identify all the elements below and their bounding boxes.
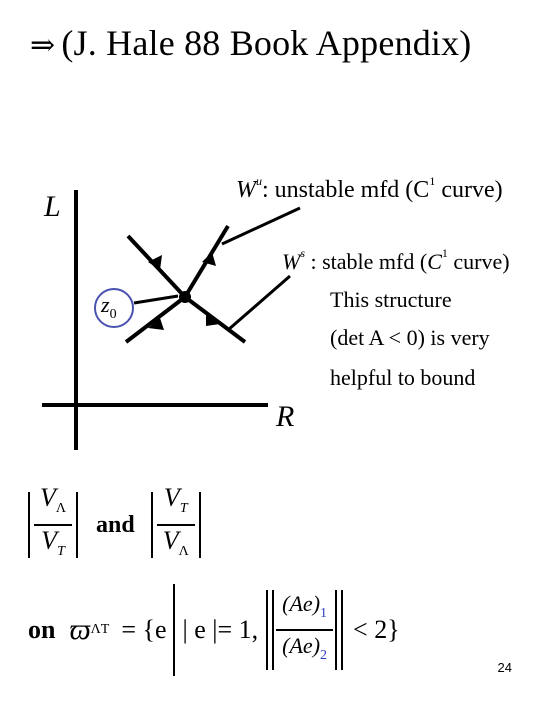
ratio2-num-v: V — [163, 483, 180, 512]
set-close: < 2} — [353, 615, 400, 644]
z0-label-symbol: z — [101, 292, 110, 317]
stable-arrow-upper — [148, 255, 162, 270]
ae-den-text: (Ae) — [282, 633, 321, 658]
ratio2-den-v: V — [162, 526, 179, 555]
title-text: (J. Hale 88 Book Appendix) — [61, 23, 472, 63]
formula-ratio-bounds: VΛ VT and VT VΛ — [28, 483, 201, 560]
z0-pointer — [133, 294, 179, 305]
ae-denominator: (Ae)2 — [276, 629, 334, 671]
varpi-sub: ΛT — [90, 622, 110, 637]
set-open: = {e — [121, 615, 167, 644]
note-line-1: This structure — [330, 287, 452, 312]
ae-ratio: (Ae)1 (Ae)2 — [276, 589, 334, 671]
ae-num-sub: 1 — [320, 606, 328, 621]
unstable-manifold-label: Wu: unstable mfd (C1 curve) — [236, 174, 503, 204]
abs-bar — [341, 590, 344, 670]
ae-numerator: (Ae)1 — [276, 589, 333, 629]
slide-title: ⇒(J. Hale 88 Book Appendix) — [30, 22, 472, 64]
stable-c: C — [427, 249, 442, 274]
ratio1-denominator: VT — [34, 524, 73, 567]
abs-bar — [272, 590, 275, 670]
stable-manifold-label: Ws : stable mfd (C1 curve) — [282, 246, 510, 275]
unstable-branch-lower — [124, 295, 187, 344]
stable-pointer — [227, 274, 291, 332]
unstable-symbol: W — [236, 177, 256, 203]
ratio2-den-sub: Λ — [178, 544, 189, 559]
on-word: on — [28, 615, 56, 644]
unstable-text: : unstable mfd (C — [262, 177, 430, 203]
stable-text: : stable mfd ( — [305, 249, 428, 274]
unstable-arrow-upper — [202, 252, 216, 266]
implies-arrow: ⇒ — [30, 28, 56, 63]
abs-bar — [76, 492, 79, 558]
ratio-lambda-over-t: VΛ VT — [34, 483, 73, 567]
ratio2-denominator: VΛ — [156, 524, 195, 567]
unstable-arrow-lower — [148, 318, 164, 330]
z0-marker-circle — [94, 288, 134, 328]
ae-den-sub: 2 — [320, 648, 328, 663]
phase-diagram — [42, 190, 301, 450]
abs-bar — [28, 492, 30, 558]
tall-bar — [172, 584, 175, 676]
varpi-symbol: ϖ — [69, 613, 91, 646]
abs-bar — [150, 492, 153, 558]
stable-symbol: W — [282, 249, 301, 274]
ratio1-numerator: VΛ — [34, 483, 72, 524]
ratio2-num-sub: T — [179, 501, 188, 516]
stable-arrow-lower — [206, 312, 220, 326]
and-word: and — [96, 511, 135, 538]
x-axis-label: R — [276, 400, 295, 433]
unit-norm-condition: | e |= 1, — [182, 615, 259, 644]
y-axis-label: L — [44, 190, 61, 223]
abs-bar — [198, 492, 201, 558]
page-number: 24 — [497, 660, 512, 675]
ratio1-num-v: V — [40, 483, 56, 512]
note-line-3: helpful to bound — [330, 365, 476, 390]
unstable-sup: u — [256, 174, 262, 188]
ratio-t-over-lambda: VT VΛ — [156, 483, 195, 567]
note-line-2: (det A < 0) is very — [330, 325, 490, 350]
ratio1-den-sub: T — [57, 544, 65, 559]
unstable-text2: curve) — [435, 177, 503, 203]
z0-label: z0 — [101, 292, 117, 323]
ae-num-text: (Ae) — [282, 591, 321, 616]
stable-sup2: 1 — [441, 246, 448, 260]
ratio2-numerator: VT — [157, 483, 195, 524]
ratio1-den-v: V — [41, 526, 58, 555]
abs-bar — [266, 590, 269, 670]
equilibrium-point — [179, 291, 191, 303]
unstable-sup2: 1 — [429, 174, 436, 188]
stable-branch-lower — [183, 295, 247, 344]
abs-bar — [335, 590, 338, 670]
stable-sup: s — [300, 246, 305, 260]
z0-label-sub: 0 — [109, 307, 117, 322]
unstable-pointer — [221, 206, 301, 246]
stable-text2: curve) — [447, 249, 510, 274]
ratio1-num-sub: Λ — [55, 501, 67, 516]
